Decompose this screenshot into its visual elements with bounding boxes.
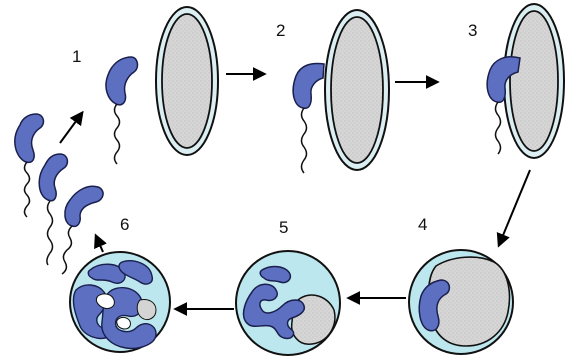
prey-cell-2 (325, 10, 389, 170)
bacterium-step-1 (106, 57, 137, 164)
arrow-6-to-free (96, 236, 103, 252)
infected-cell-6 (70, 252, 170, 352)
free-bacterium-2 (39, 154, 67, 265)
prey-cell-3 (504, 4, 564, 158)
step-label-5: 5 (279, 219, 288, 236)
step-label-3: 3 (468, 22, 477, 39)
step-label-4: 4 (418, 216, 427, 233)
infected-cell-5 (236, 251, 340, 355)
bacterium-step-2 (293, 64, 324, 174)
arrow-free-to-1 (60, 113, 82, 143)
step-label-6: 6 (120, 216, 129, 233)
arrow-3-to-4 (499, 170, 530, 245)
step-label-2: 2 (276, 22, 285, 39)
infected-cell-4 (409, 250, 513, 354)
free-bacterium-1 (15, 114, 44, 217)
step-label-1: 1 (72, 48, 81, 65)
prey-cell-1 (156, 7, 218, 155)
